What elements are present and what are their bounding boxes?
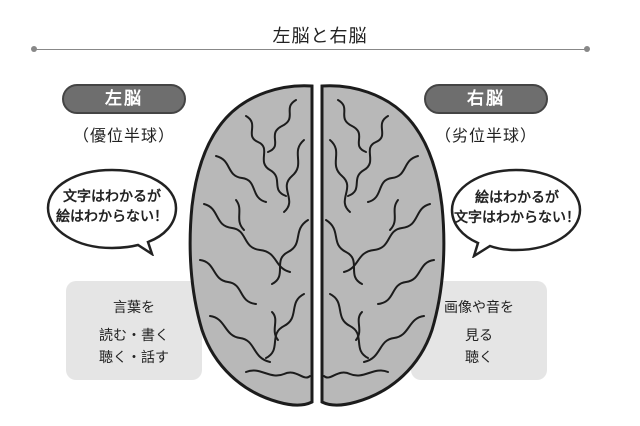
- left-bubble-text: 文字はわかるが 絵はわからない！: [50, 187, 174, 227]
- left-brain-subtitle: （優位半球）: [72, 126, 175, 145]
- right-bubble-text: 絵はわかるが 文字はわからない！: [452, 188, 582, 228]
- right-box-line-2: 見る: [465, 328, 493, 344]
- left-box-line-3: 聴く・話す: [99, 350, 169, 366]
- right-bubble-line-2: 文字はわからない！: [454, 210, 580, 226]
- right-brain-subtitle: （劣位半球）: [434, 126, 537, 145]
- left-speech-bubble-icon: [46, 168, 178, 256]
- left-bubble-line-1: 文字はわかるが: [63, 189, 161, 205]
- title-rule: [34, 49, 587, 50]
- rule-dot-right: [584, 46, 590, 52]
- left-brain-label: 左脳: [62, 84, 186, 114]
- right-box-line-1: 画像や音を: [444, 300, 514, 316]
- left-function-box: 言葉を 読む・書く 聴く・話す: [66, 281, 202, 380]
- left-bubble-line-2: 絵はわからない！: [56, 209, 168, 225]
- left-box-line-1: 言葉を: [113, 300, 155, 316]
- right-box-line-3: 聴く: [465, 350, 493, 366]
- diagram-title: 左脳と右脳: [272, 26, 368, 47]
- left-box-line-2: 読む・書く: [99, 328, 169, 344]
- right-speech-bubble-icon: [450, 168, 582, 258]
- right-bubble-line-1: 絵はわかるが: [475, 190, 559, 206]
- rule-dot-left: [31, 46, 37, 52]
- right-brain-label: 右脳: [424, 84, 548, 114]
- brain-top-view-icon: [188, 84, 446, 407]
